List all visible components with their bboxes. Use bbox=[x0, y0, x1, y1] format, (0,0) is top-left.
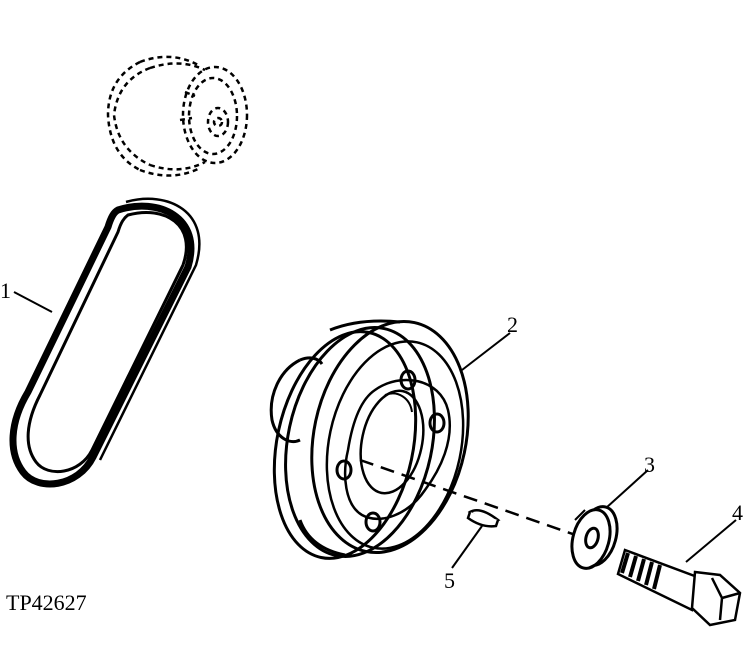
callout-leaders bbox=[13, 291, 737, 569]
callout-4: 4 bbox=[732, 500, 743, 525]
assembly-axis-line bbox=[359, 458, 591, 542]
phantom-pulley-outline bbox=[106, 55, 249, 177]
callout-2: 2 bbox=[507, 312, 518, 337]
crankshaft-pulley bbox=[269, 319, 470, 560]
figure-id: TP42627 bbox=[6, 590, 87, 615]
callout-1: 1 bbox=[0, 278, 11, 303]
callout-3: 3 bbox=[644, 452, 655, 477]
washer bbox=[570, 505, 619, 570]
woodruff-key bbox=[466, 509, 501, 528]
v-belt bbox=[9, 197, 201, 488]
callout-5: 5 bbox=[444, 568, 455, 593]
pulley-bolt bbox=[616, 548, 742, 627]
